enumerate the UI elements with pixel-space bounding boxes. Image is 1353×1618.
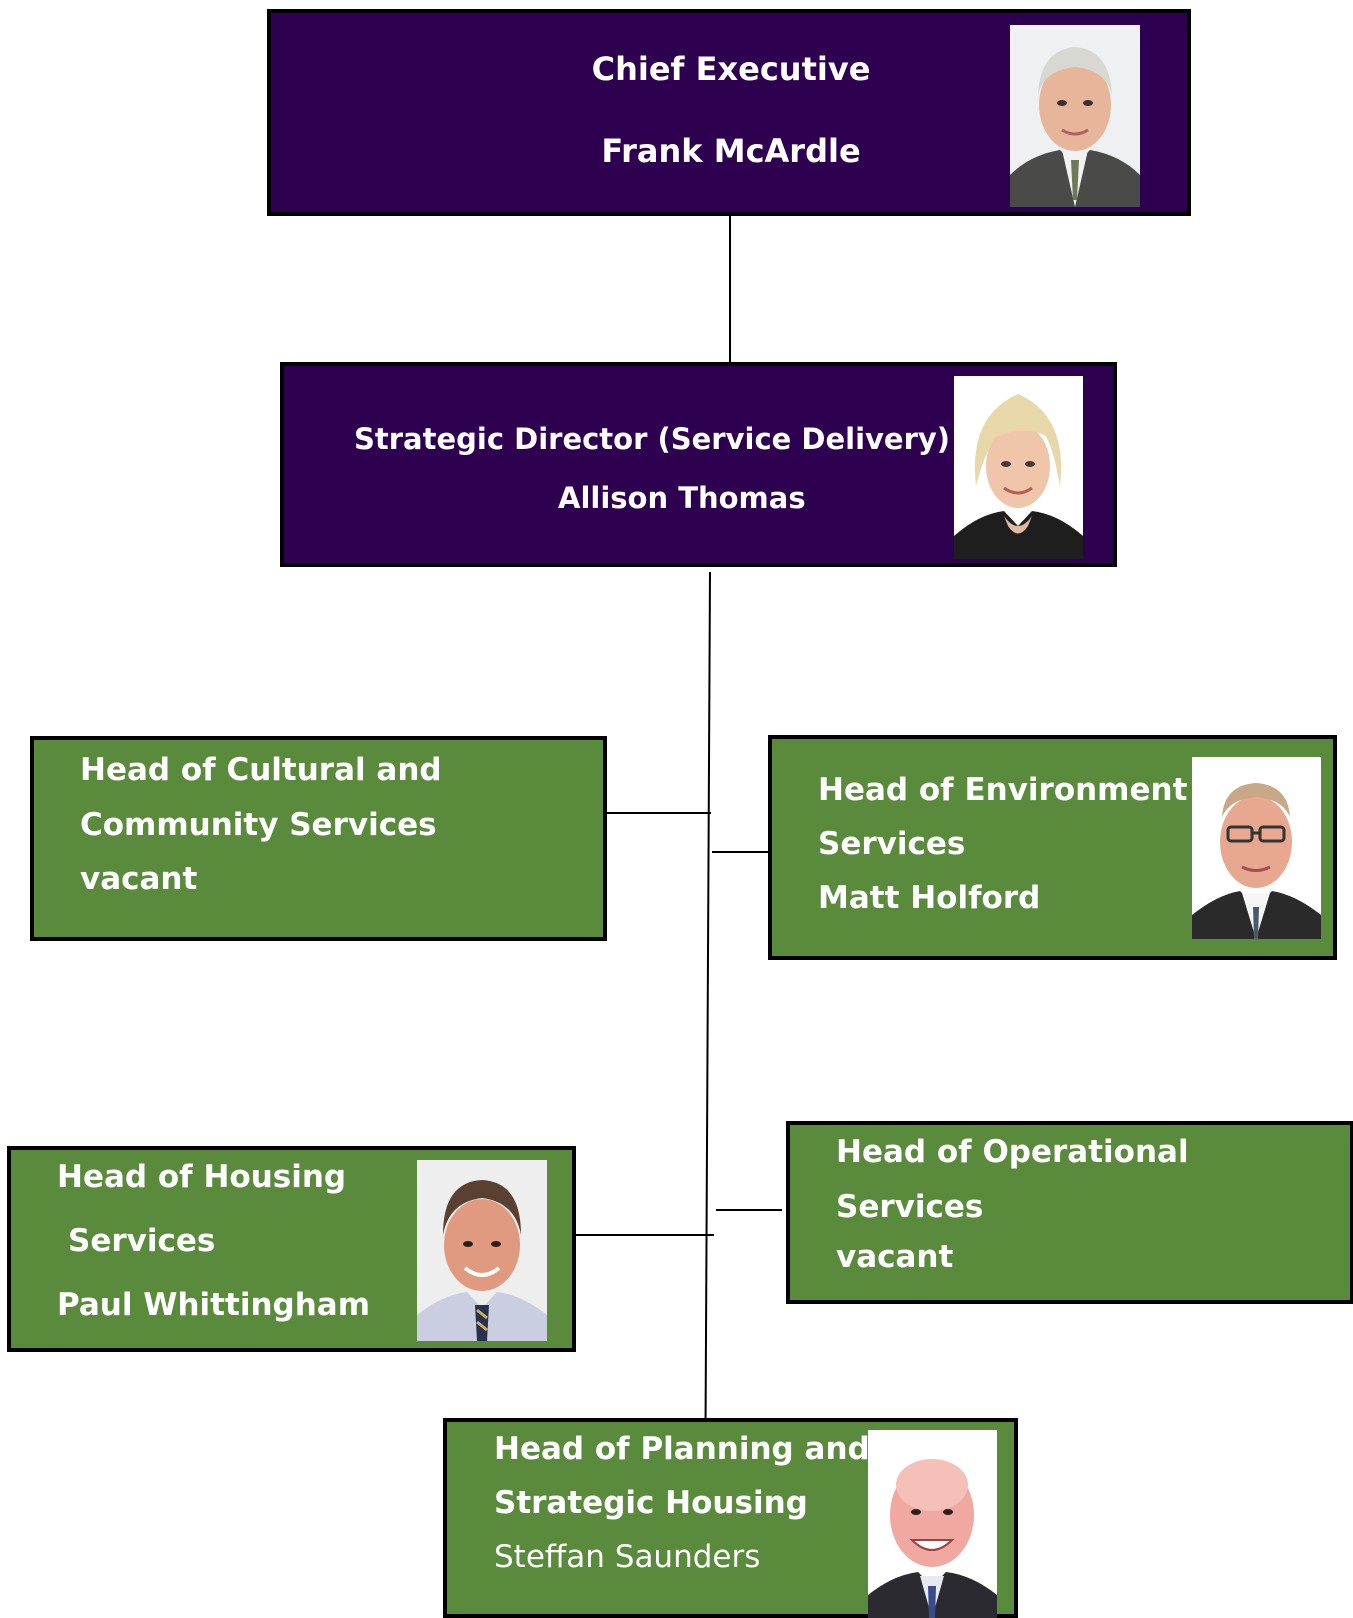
planning-line1: Head of Planning and bbox=[494, 1431, 870, 1467]
environment-portrait-photo bbox=[1192, 757, 1321, 939]
strategic-director-box: Strategic Director (Service Delivery) Al… bbox=[280, 362, 1117, 567]
planning-portrait-photo bbox=[868, 1430, 997, 1618]
housing-name: Paul Whittingham bbox=[57, 1287, 370, 1323]
director-name: Allison Thomas bbox=[558, 481, 806, 515]
operational-name: vacant bbox=[836, 1239, 954, 1275]
chief-name: Frank McArdle bbox=[601, 132, 861, 170]
operational-line2: Services bbox=[836, 1189, 984, 1225]
planning-line2: Strategic Housing bbox=[494, 1485, 808, 1521]
connector-trunk bbox=[704, 572, 711, 1420]
connector-housing bbox=[576, 1234, 714, 1236]
connector-operational bbox=[716, 1209, 782, 1211]
chief-executive-box: Chief Executive Frank McArdle bbox=[267, 9, 1191, 216]
head-housing-box: Head of Housing Services Paul Whittingha… bbox=[7, 1146, 576, 1352]
housing-line2: Services bbox=[68, 1223, 216, 1259]
planning-name: Steffan Saunders bbox=[494, 1539, 761, 1575]
head-planning-box: Head of Planning and Strategic Housing S… bbox=[443, 1418, 1018, 1618]
director-title: Strategic Director (Service Delivery) bbox=[354, 422, 951, 456]
connector-environment bbox=[712, 851, 770, 853]
head-operational-box: Head of Operational Services vacant bbox=[786, 1121, 1353, 1304]
head-environment-box: Head of Environment Services Matt Holfor… bbox=[768, 735, 1337, 960]
cultural-name: vacant bbox=[80, 861, 198, 897]
environment-line2: Services bbox=[818, 826, 966, 862]
operational-line1: Head of Operational bbox=[836, 1134, 1189, 1170]
chief-portrait-photo bbox=[1010, 25, 1140, 207]
head-cultural-box: Head of Cultural and Community Services … bbox=[30, 736, 607, 941]
housing-portrait-photo bbox=[417, 1160, 547, 1341]
chief-title: Chief Executive bbox=[591, 50, 871, 88]
housing-line1: Head of Housing bbox=[57, 1159, 347, 1195]
environment-line1: Head of Environment bbox=[818, 772, 1188, 808]
connector-cultural bbox=[607, 812, 711, 814]
environment-name: Matt Holford bbox=[818, 880, 1041, 916]
cultural-line1: Head of Cultural and bbox=[80, 752, 442, 788]
cultural-line2: Community Services bbox=[80, 807, 437, 843]
connector-chief-to-director bbox=[729, 216, 731, 362]
director-portrait-photo bbox=[954, 376, 1083, 559]
